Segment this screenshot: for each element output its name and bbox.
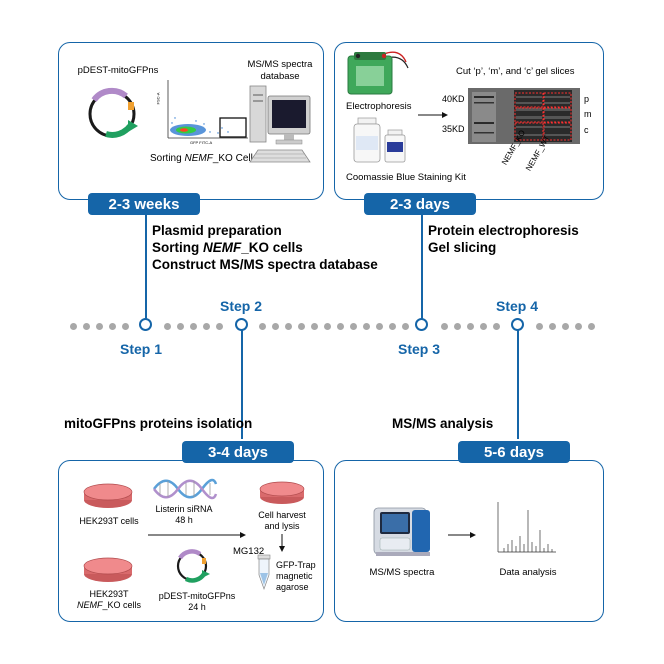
trap-label-line1: GFP-Trap (276, 560, 316, 570)
sirna-helix-icon (152, 478, 218, 500)
hek-ko-label-line2: NEMF_KO cells (72, 600, 146, 610)
ms-spectra-label: MS/MS spectra (369, 567, 435, 578)
task-sorting-post: _KO cells (241, 240, 303, 255)
connector-step1 (145, 215, 147, 319)
trap-label-line3: agarose (276, 582, 309, 592)
facs-plot (167, 80, 248, 139)
coomassie-bottles-icon (353, 117, 406, 163)
gel-image (468, 88, 580, 144)
slice-m-label: m (584, 109, 592, 119)
facs-y-axis-label: FSC-A (155, 92, 161, 105)
sorting-label: Sorting NEMF_KO Cells (150, 153, 258, 164)
connector-step4 (517, 330, 519, 439)
task-gel-slicing: Gel slicing (428, 240, 497, 255)
connector-step3 (421, 215, 423, 319)
petri-dish-icon-hek-ko (83, 557, 133, 582)
ms-database-label-line1: MS/MS spectra (247, 59, 313, 70)
plasmid-icon-small (176, 549, 210, 583)
task-sorting: Sorting NEMF_KO cells (152, 239, 378, 256)
step4-title: MS/MS analysis (392, 416, 494, 431)
ms-instrument-icon (373, 507, 430, 556)
trap-label-line2: magnetic (276, 571, 313, 581)
task-sorting-gene: NEMF (203, 240, 242, 255)
arrow-to-gel (418, 112, 448, 118)
step1-tasks: Plasmid preparation Sorting NEMF_KO cell… (152, 222, 378, 273)
harvest-label-line1: Cell harvest (258, 510, 306, 520)
slice-c-label: c (584, 125, 589, 135)
marker-40kd: 40KD (442, 94, 465, 104)
timeline-node-step2 (235, 318, 248, 331)
step4-label: Step 4 (496, 298, 539, 314)
task-plasmid-preparation: Plasmid preparation (152, 223, 282, 238)
duration-badge-step1: 2-3 weeks (88, 193, 200, 215)
timeline-node-step3 (415, 318, 428, 331)
sirna-time: 48 h (175, 515, 193, 525)
petri-dish-icon-hek (83, 483, 133, 508)
task-sorting-pre: Sorting (152, 240, 203, 255)
spectrum-plot (497, 502, 556, 553)
data-analysis-label: Data analysis (499, 567, 557, 578)
hek-label: HEK293T cells (79, 516, 139, 526)
harvest-label-line2: and lysis (264, 521, 300, 531)
sorting-label-pre: Sorting (150, 153, 185, 164)
plasmid-time: 24 h (188, 602, 206, 612)
arrow-to-harvest (148, 532, 246, 538)
coomassie-label: Coomassie Blue Staining Kit (346, 172, 466, 183)
electrophoresis-apparatus-icon (347, 51, 409, 95)
step3-tasks: Protein electrophoresis Gel slicing (428, 222, 579, 256)
connector-step2 (241, 330, 243, 439)
step2-title: mitoGFPns proteins isolation (64, 416, 253, 431)
facs-x-axis-label: GFP FITC-A (190, 140, 213, 145)
cut-gel-slices-label: Cut ‘p’, ‘m’, and ‘c’ gel slices (456, 66, 575, 77)
slice-p-label: p (584, 94, 590, 104)
timeline-node-step1 (139, 318, 152, 331)
hek-ko-label-line1: HEK293T (89, 589, 129, 599)
arrow-to-data-analysis (448, 532, 476, 538)
hek-ko-suffix: _KO cells (102, 600, 141, 610)
sorting-label-gene: NEMF (184, 153, 213, 164)
ms-database-label-line2: database (260, 71, 300, 82)
duration-badge-step4: 5-6 days (458, 441, 570, 463)
step3-label: Step 3 (398, 341, 441, 357)
computer-icon (249, 85, 311, 163)
duration-badge-step3: 3-4 days (182, 441, 294, 463)
sorting-label-post: _KO Cells (212, 153, 258, 164)
step2-label: Step 2 (220, 298, 263, 314)
electrophoresis-label: Electrophoresis (346, 101, 412, 112)
plasmid-label-small: pDEST-mitoGFPns (158, 591, 236, 601)
task-protein-electrophoresis: Protein electrophoresis (428, 223, 579, 238)
mg132-label: MG132 (233, 546, 265, 557)
marker-35kd: 35KD (442, 124, 465, 134)
plasmid-icon (88, 87, 138, 138)
arrow-down-to-trap (279, 534, 285, 552)
task-construct-database: Construct MS/MS spectra database (152, 257, 378, 272)
timeline-node-step4 (511, 318, 524, 331)
duration-badge-step2: 2-3 days (364, 193, 476, 215)
petri-dish-icon-harvest (259, 481, 305, 504)
tube-icon (257, 554, 271, 591)
sirna-label: Listerin siRNA (155, 504, 213, 514)
step1-label: Step 1 (120, 341, 163, 357)
hek-ko-gene: NEMF (76, 600, 103, 610)
plasmid-label: pDEST-mitoGFPns (77, 65, 159, 76)
